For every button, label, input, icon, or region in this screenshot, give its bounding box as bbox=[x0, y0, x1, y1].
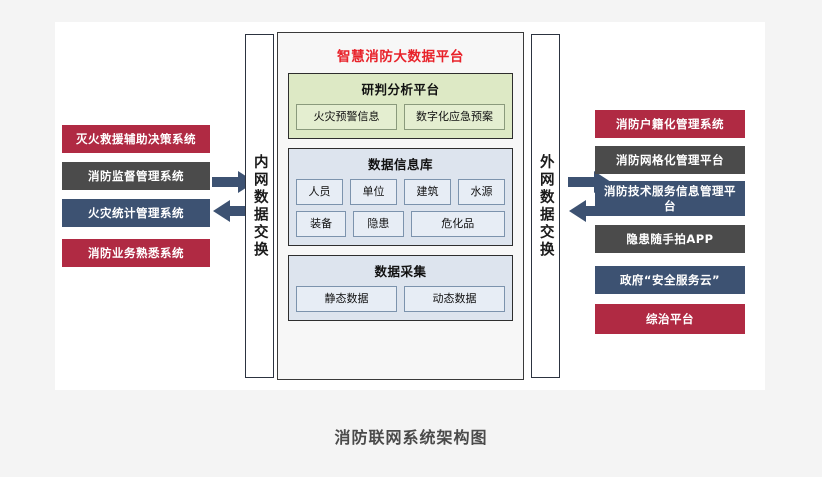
cell-fire-warning-info[interactable]: 火灾预警信息 bbox=[296, 104, 397, 130]
left-system-label-1: 灭火救援辅助决策系统 bbox=[76, 131, 196, 146]
cell-hazard[interactable]: 隐患 bbox=[353, 211, 404, 237]
cell-digital-emergency-plan[interactable]: 数字化应急预案 bbox=[404, 104, 505, 130]
left-system-label-3: 火灾统计管理系统 bbox=[88, 205, 184, 220]
right-system-box-4[interactable]: 隐患随手拍APP bbox=[595, 225, 745, 253]
diagram-caption: 消防联网系统架构图 bbox=[334, 428, 488, 447]
cell-building[interactable]: 建筑 bbox=[404, 179, 451, 205]
right-system-label-3: 消防技术服务信息管理平台 bbox=[604, 184, 736, 213]
section-data-collection-row-1: 静态数据 动态数据 bbox=[296, 286, 505, 312]
inner-network-exchange-label: 内网数据交换 bbox=[251, 153, 268, 259]
section-analysis-platform: 研判分析平台 火灾预警信息 数字化应急预案 bbox=[288, 73, 513, 139]
outer-network-exchange-label: 外网数据交换 bbox=[537, 153, 554, 259]
cell-personnel[interactable]: 人员 bbox=[296, 179, 343, 205]
arrow-left-icon-left bbox=[213, 200, 256, 222]
left-system-box-3[interactable]: 火灾统计管理系统 bbox=[62, 199, 210, 227]
left-system-label-4: 消防业务熟悉系统 bbox=[88, 245, 184, 260]
inner-network-exchange-bar[interactable]: 内网数据交换 bbox=[245, 34, 274, 378]
section-analysis-title: 研判分析平台 bbox=[361, 82, 440, 97]
big-data-platform: 智慧消防大数据平台 研判分析平台 火灾预警信息 数字化应急预案 数据信息库 人员… bbox=[277, 32, 524, 380]
section-data-repository-row-1: 人员 单位 建筑 水源 bbox=[296, 179, 505, 205]
section-data-collection-title: 数据采集 bbox=[374, 264, 427, 279]
outer-network-exchange-bar[interactable]: 外网数据交换 bbox=[531, 34, 560, 378]
right-system-box-3[interactable]: 消防技术服务信息管理平台 bbox=[595, 181, 745, 216]
right-system-box-1[interactable]: 消防户籍化管理系统 bbox=[595, 110, 745, 138]
right-system-label-4: 隐患随手拍APP bbox=[626, 231, 714, 246]
section-data-collection: 数据采集 静态数据 动态数据 bbox=[288, 255, 513, 321]
right-system-box-6[interactable]: 综治平台 bbox=[595, 304, 745, 334]
right-system-label-5: 政府“安全服务云” bbox=[619, 272, 721, 287]
platform-title: 智慧消防大数据平台 bbox=[337, 49, 464, 65]
section-data-repository-title: 数据信息库 bbox=[367, 157, 433, 172]
arrow-right-icon-left bbox=[212, 171, 255, 193]
cell-hazardous-chemicals[interactable]: 危化品 bbox=[410, 211, 505, 237]
right-system-box-2[interactable]: 消防网格化管理平台 bbox=[595, 146, 745, 174]
right-system-label-2: 消防网格化管理平台 bbox=[616, 152, 724, 167]
section-data-repository-row-2: 装备 隐患 危化品 bbox=[296, 211, 505, 237]
left-system-label-2: 消防监督管理系统 bbox=[88, 168, 184, 183]
section-analysis-row-1: 火灾预警信息 数字化应急预案 bbox=[296, 104, 505, 130]
cell-dynamic-data[interactable]: 动态数据 bbox=[404, 286, 505, 312]
left-system-box-2[interactable]: 消防监督管理系统 bbox=[62, 162, 210, 190]
left-system-box-4[interactable]: 消防业务熟悉系统 bbox=[62, 239, 210, 267]
section-data-repository: 数据信息库 人员 单位 建筑 水源 装备 隐患 危化品 bbox=[288, 148, 513, 246]
right-system-label-1: 消防户籍化管理系统 bbox=[616, 116, 724, 131]
arrow-left-icon-right bbox=[569, 200, 612, 222]
cell-unit[interactable]: 单位 bbox=[350, 179, 397, 205]
cell-equipment[interactable]: 装备 bbox=[296, 211, 347, 237]
cell-water-source[interactable]: 水源 bbox=[458, 179, 505, 205]
left-system-box-1[interactable]: 灭火救援辅助决策系统 bbox=[62, 125, 210, 153]
right-system-box-5[interactable]: 政府“安全服务云” bbox=[595, 266, 745, 294]
cell-static-data[interactable]: 静态数据 bbox=[296, 286, 397, 312]
right-system-label-6: 综治平台 bbox=[646, 311, 694, 326]
